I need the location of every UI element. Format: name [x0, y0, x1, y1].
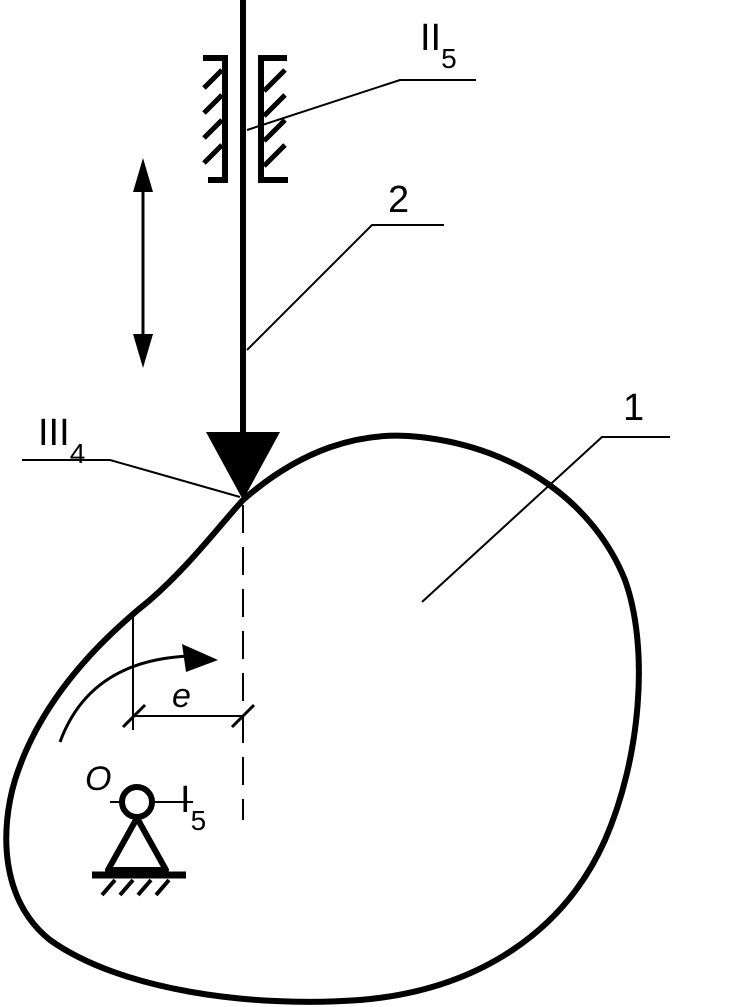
- label-follower: 2: [388, 179, 409, 221]
- leader-contact: [22, 459, 241, 498]
- reciprocation-arrow: [133, 158, 153, 368]
- follower-tip-arrowhead: [206, 432, 280, 500]
- label-guide: II5: [420, 17, 457, 74]
- pivot-circle: [119, 784, 155, 820]
- leader-guide: [246, 79, 476, 131]
- guide-left-bracket: [203, 55, 228, 183]
- eccentricity-dimension: [121, 703, 256, 729]
- pivot-triangle: [105, 815, 169, 873]
- rotation-arrow: [58, 644, 218, 743]
- label-cam: 1: [623, 387, 644, 429]
- leader-follower: [246, 224, 444, 351]
- guide-right-bracket: [258, 55, 288, 183]
- slider-guide: [202, 55, 288, 183]
- label-eccentricity: e: [172, 677, 191, 715]
- label-contact: III4: [38, 412, 85, 469]
- pivot-support: [92, 784, 193, 897]
- leader-cam: [421, 436, 670, 603]
- cam-profile: [3, 432, 642, 1005]
- label-pivot: I5: [180, 779, 206, 836]
- label-pivot-point: O: [85, 760, 111, 798]
- ground-hatch: [100, 878, 171, 897]
